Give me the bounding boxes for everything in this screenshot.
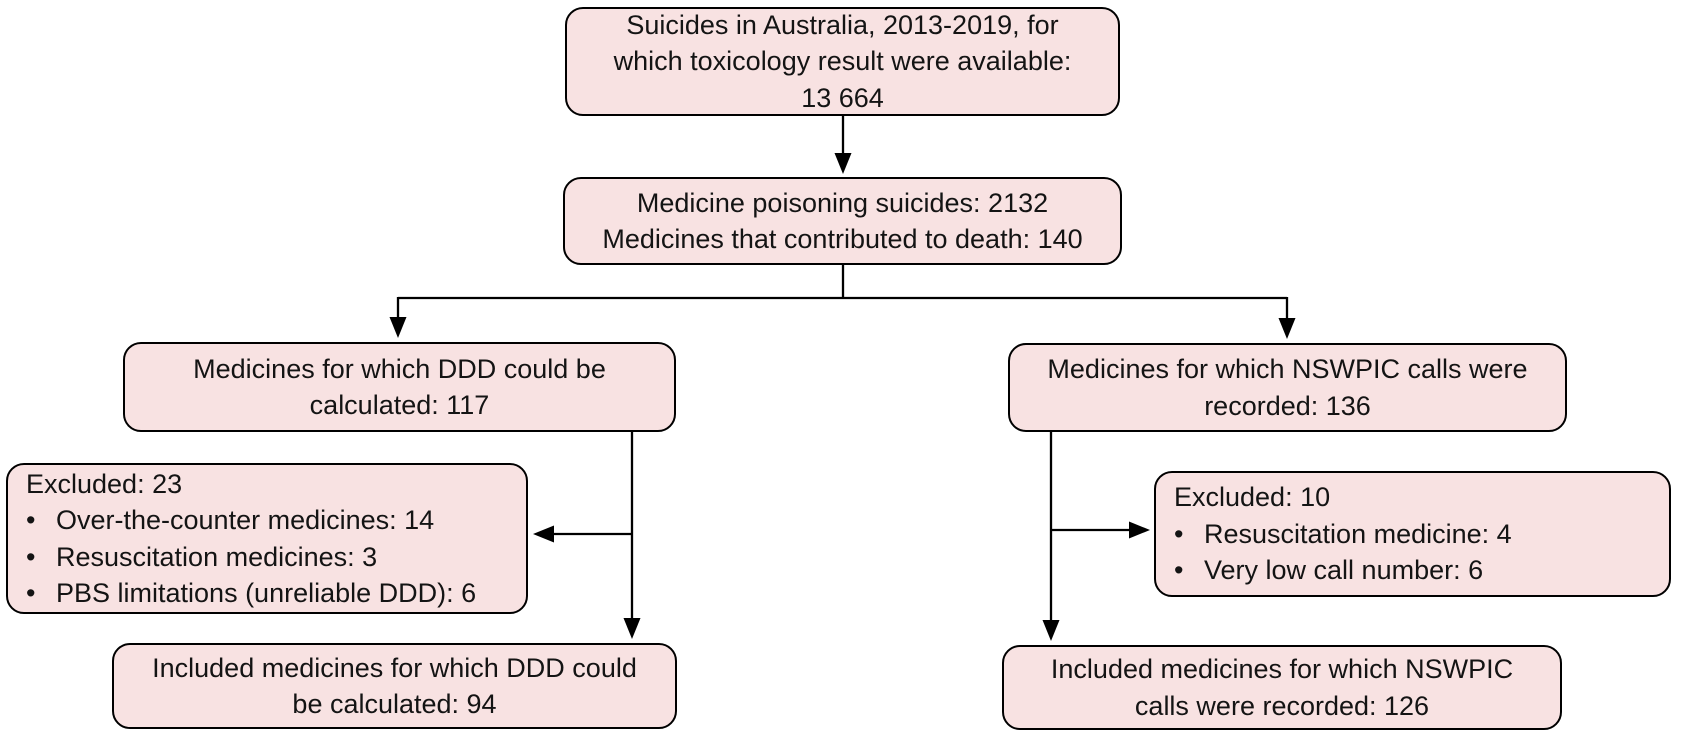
excluded-heading: Excluded: 10 — [1174, 482, 1331, 513]
arrow-branch-to-ddd — [389, 297, 407, 338]
text-line: Included medicines for which DDD could — [152, 652, 637, 683]
text-line: Suicides in Australia, 2013-2019, for — [626, 9, 1059, 40]
branch-connector — [398, 264, 1287, 300]
node-included-ddd: Included medicines for which DDD could b… — [112, 643, 677, 729]
node-excluded-ddd: Excluded: 23 • Over-the-counter medicine… — [6, 463, 528, 614]
list-item: • Very low call number: 6 — [1174, 552, 1655, 589]
bullet-icon: • — [1174, 555, 1184, 586]
text-line: Medicines for which NSWPIC calls were — [1047, 354, 1528, 384]
list-item-label: Resuscitation medicine: 4 — [1204, 518, 1512, 549]
bullet-icon: • — [26, 578, 36, 608]
list-item: • PBS limitations (unreliable DDD): 6 — [26, 575, 512, 612]
node-medicine-poisoning: Medicine poisoning suicides: 2132 Medici… — [563, 177, 1122, 265]
bullet-icon: • — [26, 541, 36, 572]
arrow-nswpic-to-excluded — [1051, 521, 1150, 539]
text-line: be calculated: 94 — [292, 689, 497, 719]
list-item-label: PBS limitations (unreliable DDD): 6 — [56, 578, 477, 608]
text-line: Medicines for which DDD could be — [193, 353, 606, 384]
text-line: Medicines that contributed to death: 140 — [602, 224, 1083, 254]
text-line: 13 664 — [801, 82, 884, 113]
list-item-label: Very low call number: 6 — [1204, 555, 1484, 586]
list-item-label: Over-the-counter medicines: 14 — [56, 505, 435, 535]
arrow-ddd-to-excluded — [533, 525, 632, 543]
arrow-total-to-poisoning — [834, 116, 852, 174]
node-nswpic-recorded: Medicines for which NSWPIC calls were re… — [1008, 343, 1567, 432]
bullet-icon: • — [26, 505, 36, 535]
node-total-suicides: Suicides in Australia, 2013-2019, for wh… — [565, 7, 1120, 116]
text-line: Medicine poisoning suicides: 2132 — [636, 187, 1049, 218]
arrow-branch-to-nswpic — [1278, 297, 1296, 339]
list-item: • Over-the-counter medicines: 14 — [26, 502, 512, 539]
list-item: • Resuscitation medicines: 3 — [26, 539, 512, 576]
arrow-nswpic-to-included — [1042, 432, 1060, 641]
bullet-icon: • — [1174, 518, 1184, 549]
text-line: which toxicology result were available: — [613, 46, 1072, 77]
node-ddd-calculated: Medicines for which DDD could be calcula… — [123, 342, 676, 432]
node-included-nswpic: Included medicines for which NSWPIC call… — [1002, 645, 1562, 730]
text-line: calls were recorded: 126 — [1134, 690, 1430, 721]
node-excluded-nswpic: Excluded: 10 • Resuscitation medicine: 4… — [1154, 471, 1671, 597]
excluded-heading: Excluded: 23 — [26, 468, 183, 499]
arrow-ddd-to-included — [623, 432, 641, 639]
list-item: • Resuscitation medicine: 4 — [1174, 516, 1655, 553]
text-line: Included medicines for which NSWPIC — [1050, 654, 1514, 684]
text-line: calculated: 117 — [309, 390, 490, 420]
text-line: recorded: 136 — [1204, 390, 1371, 421]
list-item-label: Resuscitation medicines: 3 — [56, 541, 378, 572]
